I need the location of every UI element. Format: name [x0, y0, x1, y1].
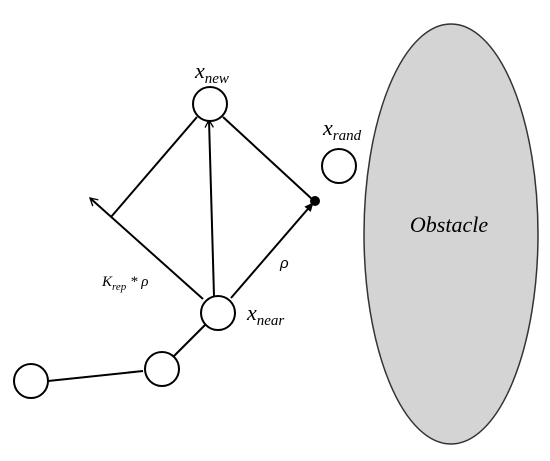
rho-label: ρ [279, 255, 289, 272]
obstacle-label: Obstacle [410, 212, 488, 237]
node-x-near [200, 295, 236, 331]
repulsive-vector [88, 197, 204, 300]
node-x-rand [321, 148, 357, 184]
k-rep-label: Krep * ρ [101, 274, 148, 293]
resultant-vector [204, 118, 215, 297]
attractive-vector [230, 202, 314, 299]
obstacle-ellipse [363, 23, 539, 445]
parallelogram-left-side [110, 116, 198, 218]
tree-edge-2 [171, 324, 206, 359]
x-rand-label: xrand [322, 115, 362, 144]
tree-edge-1 [47, 370, 144, 382]
x-new-label: xnew [194, 58, 229, 87]
node-x-new [192, 86, 228, 122]
x-near-label: xnear [246, 300, 284, 329]
tree-node-parent [144, 351, 180, 387]
parallelogram-right-side [222, 116, 314, 201]
direction-point [310, 196, 320, 206]
tree-node-root [13, 363, 49, 399]
